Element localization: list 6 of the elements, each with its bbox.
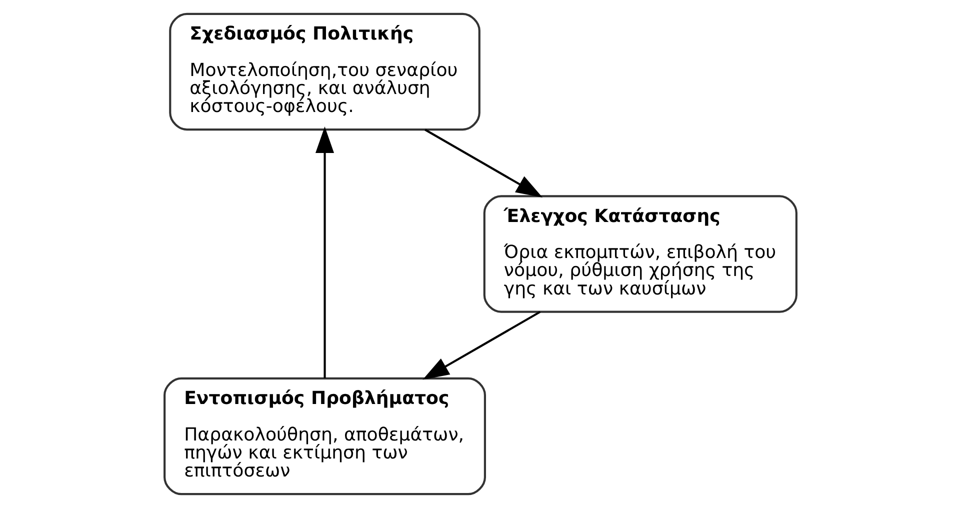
arrow	[424, 128, 543, 198]
arrow	[422, 311, 541, 380]
node-box: Εντοπισμός Προβλήματος Παρακολούθηση, αποθεμάτων, πηγών και εκτίμηση των επιπτόσεων	[164, 377, 486, 496]
arrow	[316, 126, 334, 378]
node-box: Σχεδιασμός Πολιτικής Μοντελοποίηση,του σεναρίου αξιολόγησης, και ανάλυση κόστους-οφέλους.	[169, 12, 480, 131]
node-box: Έλεγχος Κατάστασης Όρια εκπομπτών, επιβολή του νόμου, ρύθμιση χρήσης της γης και των καυσίμων	[483, 195, 798, 313]
